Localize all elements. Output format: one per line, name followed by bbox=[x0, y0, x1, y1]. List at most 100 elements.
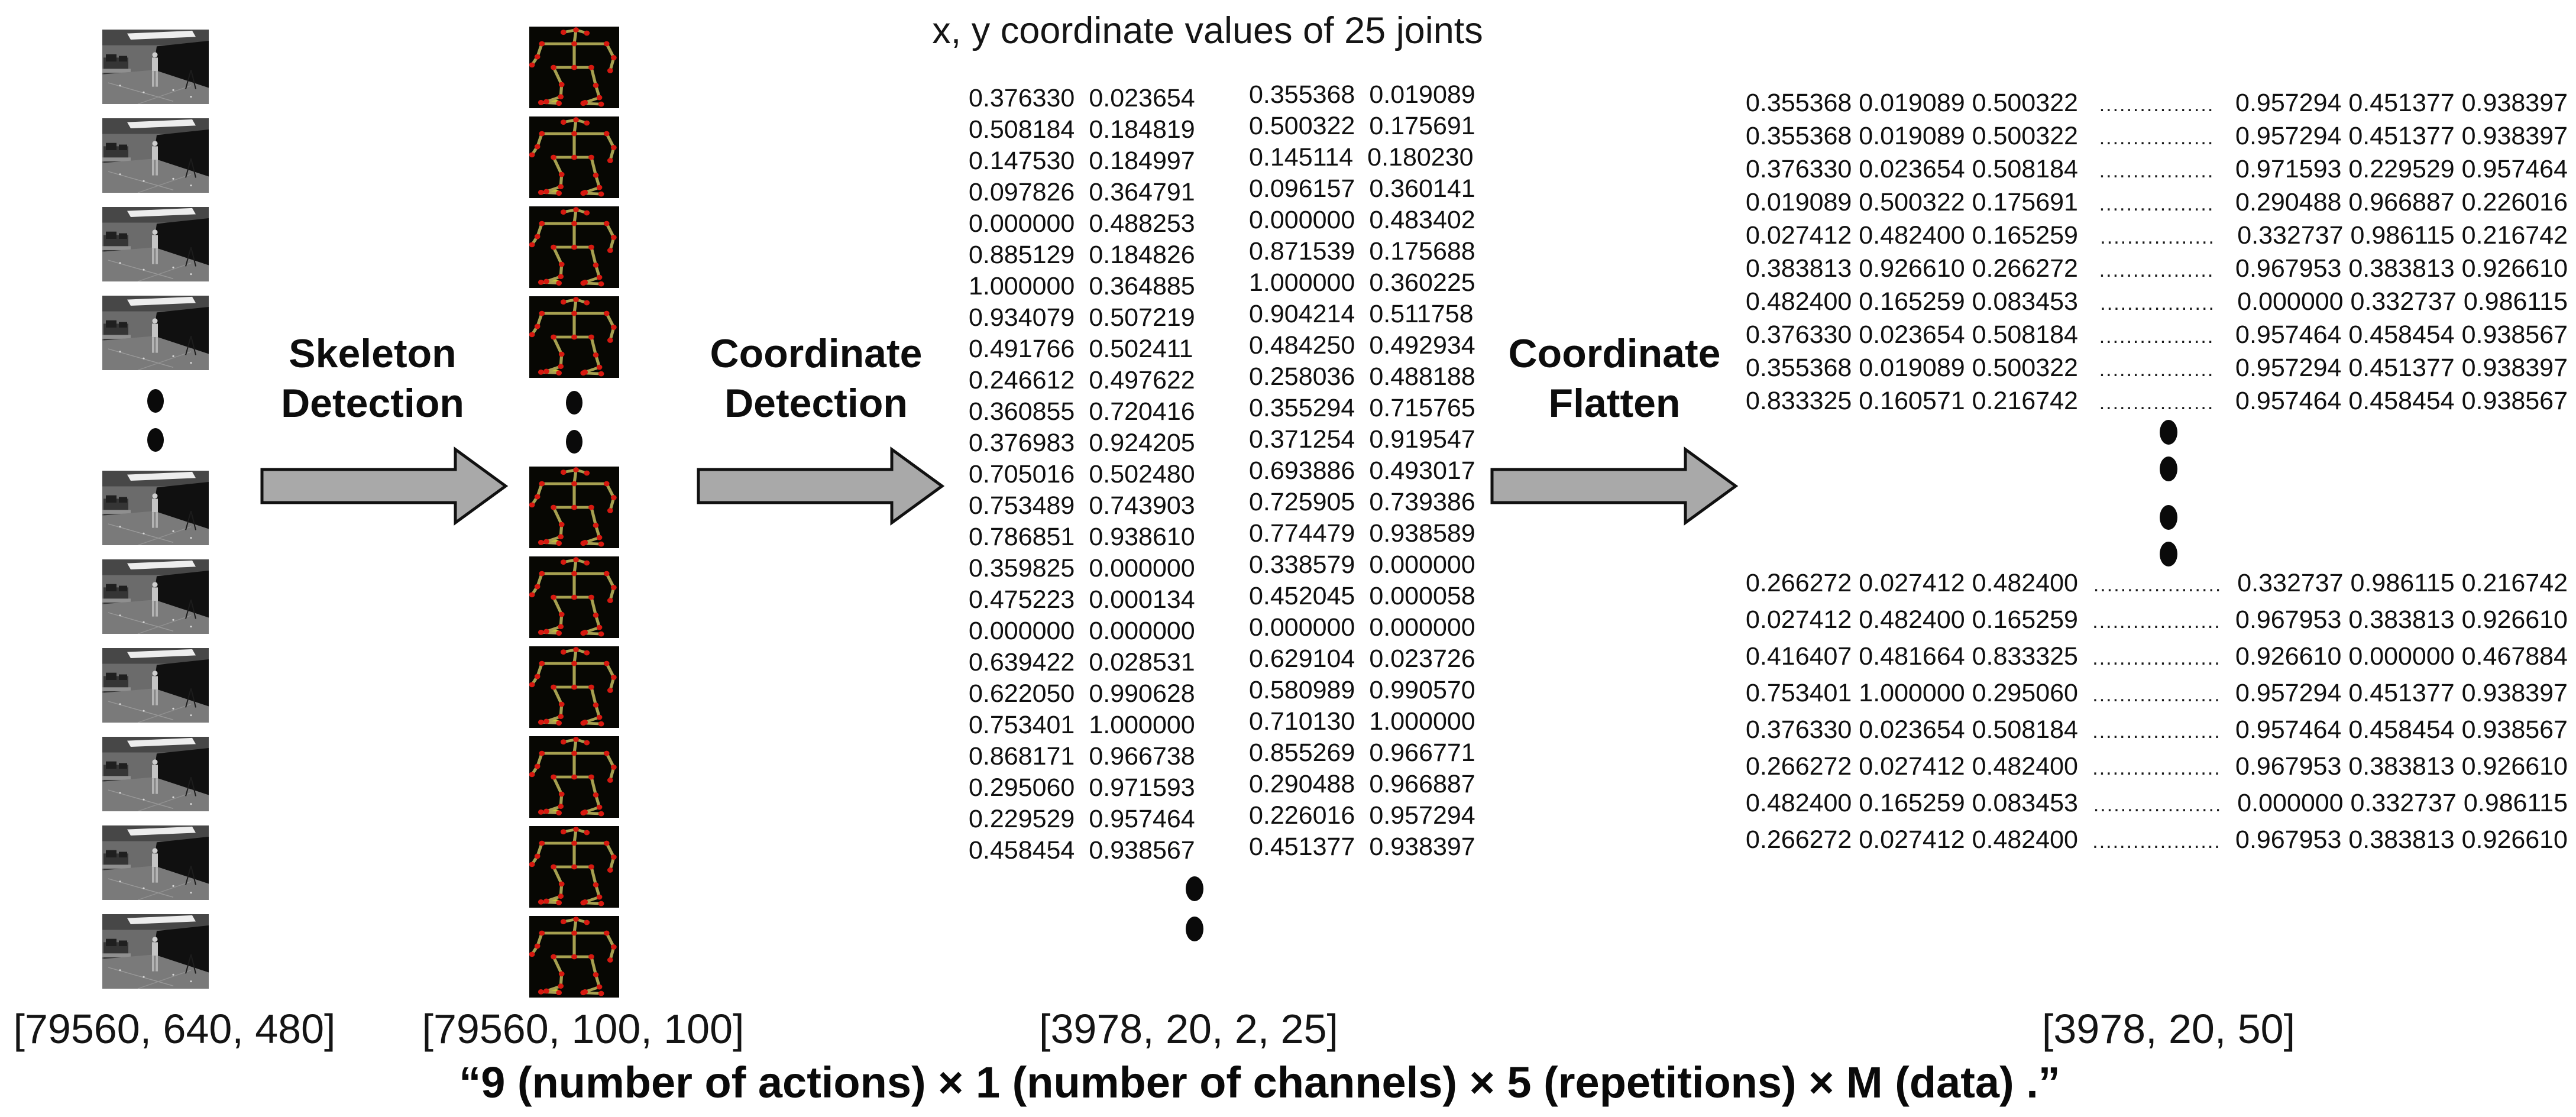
flattened-row: 0.266272 0.027412 0.482400 .............… bbox=[1746, 569, 2568, 606]
flattened-row: 0.833325 0.160571 0.216742 .............… bbox=[1746, 387, 2568, 420]
joint-x-value: 0.753489 bbox=[969, 491, 1075, 520]
flattened-row: 0.027412 0.482400 0.165259 .............… bbox=[1746, 221, 2568, 254]
dotted-leader: ................. bbox=[2099, 160, 2215, 182]
skeleton-frame-image bbox=[529, 27, 619, 108]
joint-x-value: 0.484250 bbox=[1249, 331, 1355, 360]
skeleton-frame-image bbox=[529, 296, 619, 378]
dotted-leader: ................... bbox=[2092, 720, 2221, 743]
joint-y-value: 0.000000 bbox=[1369, 613, 1475, 642]
joint-y-value: 0.502411 bbox=[1089, 335, 1193, 363]
flattened-row: 0.482400 0.165259 0.083453 .............… bbox=[1746, 789, 2568, 825]
joint-y-value: 1.000000 bbox=[1089, 711, 1195, 739]
flattened-row-head: 0.376330 0.023654 0.508184 bbox=[1746, 155, 2078, 183]
stage-label-line: Flatten bbox=[1548, 381, 1681, 426]
flattened-row-tail: 0.957464 0.458454 0.938567 bbox=[2235, 320, 2568, 349]
joint-coordinate-row: 0.786851 0.938610 bbox=[969, 522, 1195, 553]
joint-coordinate-row: 0.753489 0.743903 bbox=[969, 490, 1195, 522]
joint-coordinate-row: 0.484250 0.492934 bbox=[1249, 330, 1475, 361]
flattened-row-tail: 0.967953 0.383813 0.926610 bbox=[2235, 825, 2568, 854]
right-arrow-icon bbox=[1490, 445, 1739, 527]
joint-coordinate-row: 0.376983 0.924205 bbox=[969, 428, 1195, 459]
dotted-leader: ................. bbox=[2099, 259, 2215, 281]
flattened-row-tail: 0.967953 0.383813 0.926610 bbox=[2235, 606, 2568, 634]
joint-y-value: 0.184826 bbox=[1089, 241, 1195, 269]
joint-coordinate-row: 0.705016 0.502480 bbox=[969, 459, 1195, 490]
dotted-leader: ................... bbox=[2092, 830, 2221, 853]
joint-x-value: 0.458454 bbox=[969, 836, 1075, 865]
skeleton-frame-image bbox=[529, 646, 619, 728]
vertical-ellipsis-icon bbox=[2160, 420, 2177, 578]
flattened-row: 0.376330 0.023654 0.508184 .............… bbox=[1746, 715, 2568, 752]
joint-coordinate-row: 0.338579 0.000000 bbox=[1249, 549, 1475, 581]
video-frame-image bbox=[102, 648, 209, 723]
flattened-coordinates-top-block: 0.355368 0.019089 0.500322 .............… bbox=[1746, 89, 2568, 420]
joint-y-value: 0.488253 bbox=[1089, 209, 1195, 238]
dotted-leader: ................. bbox=[2099, 325, 2215, 348]
joint-coordinate-row: 0.629104 0.023726 bbox=[1249, 643, 1475, 675]
joint-coordinates-column-1: 0.376330 0.023654 0.508184 0.184819 0.14… bbox=[969, 83, 1195, 866]
flattened-row: 0.376330 0.023654 0.508184 .............… bbox=[1746, 155, 2568, 188]
flattened-row-head: 0.355368 0.019089 0.500322 bbox=[1746, 89, 2078, 117]
joint-y-value: 0.493017 bbox=[1369, 456, 1475, 485]
joint-x-value: 0.871539 bbox=[1249, 237, 1355, 266]
joint-coordinate-row: 0.376330 0.023654 bbox=[969, 83, 1195, 114]
joint-coordinate-row: 0.000000 0.488253 bbox=[969, 208, 1195, 239]
joint-x-value: 0.145114 bbox=[1249, 143, 1354, 171]
joint-coordinate-row: 0.871539 0.175688 bbox=[1249, 236, 1475, 267]
joint-x-value: 0.097826 bbox=[969, 178, 1075, 206]
flattened-row-head: 0.376330 0.023654 0.508184 bbox=[1746, 715, 2078, 744]
flattened-row-head: 0.482400 0.165259 0.083453 bbox=[1746, 287, 2078, 316]
dotted-leader: ................. bbox=[2099, 93, 2215, 116]
video-frame-image bbox=[102, 118, 209, 193]
joint-x-value: 0.500322 bbox=[1249, 112, 1355, 140]
vertical-ellipsis-icon bbox=[1186, 876, 1203, 941]
joint-x-value: 0.226016 bbox=[1249, 801, 1355, 830]
joint-y-value: 0.715765 bbox=[1369, 394, 1475, 422]
joint-y-value: 0.511758 bbox=[1369, 300, 1474, 328]
flattened-row-tail: 0.332737 0.986115 0.216742 bbox=[2237, 569, 2568, 597]
dim-label-flatten: [3978, 20, 50] bbox=[2041, 1006, 2296, 1052]
joint-x-value: 0.360855 bbox=[969, 397, 1075, 426]
footer-quote: “9 (number of actions) × 1 (number of ch… bbox=[459, 1058, 2060, 1107]
flattened-row-tail: 0.000000 0.332737 0.986115 bbox=[2237, 287, 2568, 316]
dotted-leader: ................... bbox=[2093, 794, 2222, 816]
joint-coordinate-row: 0.475223 0.000134 bbox=[969, 584, 1195, 616]
joint-x-value: 0.295060 bbox=[969, 773, 1075, 802]
joint-coordinate-row: 0.359825 0.000000 bbox=[969, 553, 1195, 584]
joint-y-value: 0.919547 bbox=[1369, 425, 1475, 454]
dotted-leader: ................. bbox=[2100, 292, 2215, 315]
flattened-row-head: 0.355368 0.019089 0.500322 bbox=[1746, 122, 2078, 150]
dotted-leader: ................... bbox=[2092, 647, 2221, 669]
joint-x-value: 0.147530 bbox=[969, 147, 1075, 175]
flattened-row: 0.355368 0.019089 0.500322 .............… bbox=[1746, 122, 2568, 155]
joint-coordinate-row: 1.000000 0.364885 bbox=[969, 271, 1195, 302]
joint-y-value: 0.938589 bbox=[1369, 519, 1475, 548]
joint-x-value: 0.290488 bbox=[1249, 770, 1355, 798]
joint-y-value: 0.507219 bbox=[1089, 303, 1195, 332]
joint-y-value: 0.957294 bbox=[1369, 801, 1475, 830]
flattened-row: 0.266272 0.027412 0.482400 .............… bbox=[1746, 825, 2568, 862]
joint-coordinate-row: 0.904214 0.511758 bbox=[1249, 299, 1475, 330]
flattened-row: 0.266272 0.027412 0.482400 .............… bbox=[1746, 752, 2568, 789]
flattened-row-head: 0.266272 0.027412 0.482400 bbox=[1746, 569, 2078, 597]
joint-y-value: 0.966771 bbox=[1369, 739, 1475, 767]
flattened-row-tail: 0.957464 0.458454 0.938567 bbox=[2235, 715, 2568, 744]
vertical-ellipsis-icon bbox=[147, 384, 164, 456]
joint-coordinate-row: 0.458454 0.938567 bbox=[969, 835, 1195, 866]
dotted-leader: ................. bbox=[2099, 193, 2215, 215]
flattened-row: 0.027412 0.482400 0.165259 .............… bbox=[1746, 606, 2568, 642]
flattened-row-tail: 0.971593 0.229529 0.957464 bbox=[2235, 155, 2568, 183]
joint-coordinate-row: 0.855269 0.966771 bbox=[1249, 737, 1475, 769]
dim-label-joints: [3978, 20, 2, 25] bbox=[1039, 1006, 1338, 1052]
video-frame-image bbox=[102, 737, 209, 811]
joint-y-value: 0.957464 bbox=[1089, 805, 1195, 833]
dotted-leader: ................... bbox=[2092, 684, 2221, 706]
joint-x-value: 0.376330 bbox=[969, 84, 1075, 112]
joint-y-value: 1.000000 bbox=[1369, 707, 1475, 736]
joint-y-value: 0.720416 bbox=[1089, 397, 1195, 426]
joint-coordinate-row: 0.246612 0.497622 bbox=[969, 365, 1195, 396]
joint-x-value: 0.705016 bbox=[969, 460, 1075, 488]
stage-label-line: Detection bbox=[724, 381, 908, 426]
skeleton-frame-image bbox=[529, 916, 619, 998]
flattened-row-head: 0.027412 0.482400 0.165259 bbox=[1746, 221, 2078, 250]
